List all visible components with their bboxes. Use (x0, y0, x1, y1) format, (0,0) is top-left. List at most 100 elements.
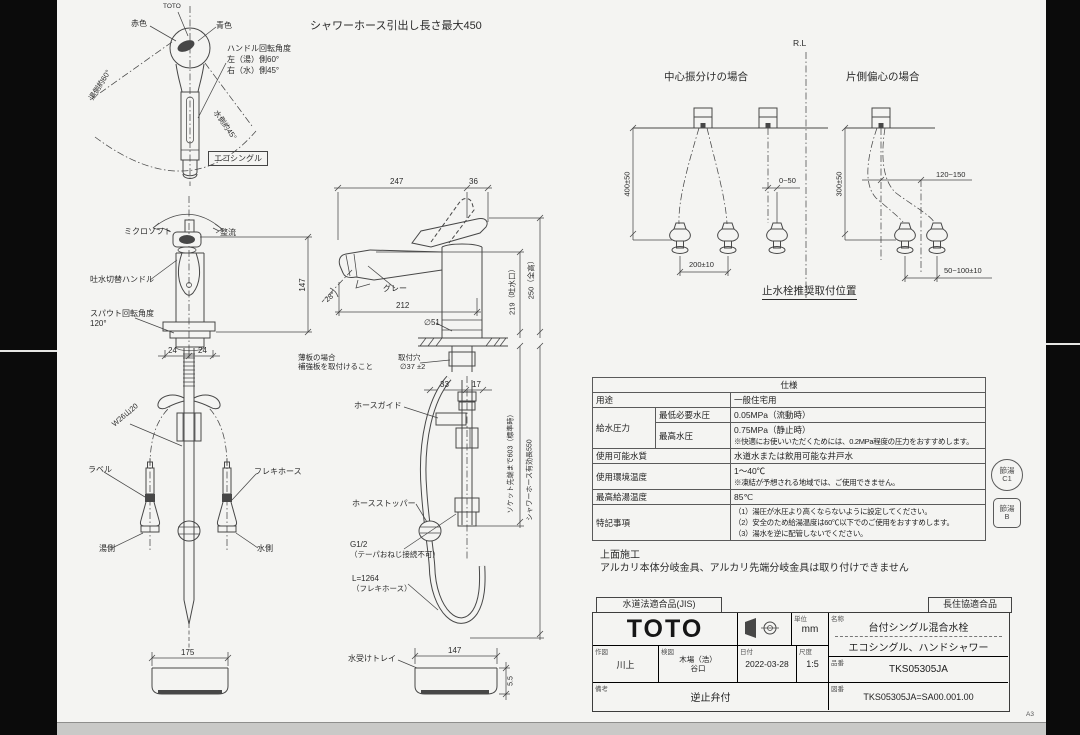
hose-stopper-label: ホースストッパー (352, 499, 416, 508)
dim-212: 212 (396, 301, 410, 310)
eco-single-text: エコシングル (214, 153, 262, 163)
left-bar-paper-edge (0, 350, 57, 352)
drawing-sheet (57, 0, 1046, 722)
dim-5-5-tray: 5.5 (507, 676, 515, 686)
date-cell: 日付 2022-03-28 (738, 646, 797, 683)
remarks-cell: 備考 逆止弁付 (593, 683, 829, 710)
drawn-label: 作図 (595, 649, 608, 656)
temp-value: 1～40℃ (734, 466, 766, 476)
name-label: 名称 (831, 616, 844, 623)
board-note-1: 薄板の場合 (298, 353, 336, 362)
bottom-shadow-strip (57, 722, 1046, 735)
spout-rotation-angle: 120° (90, 319, 107, 328)
spec-temp-label: 使用環境温度 (592, 463, 731, 490)
faucet-side-view (321, 184, 544, 700)
dim-24-left: 24 (168, 346, 177, 355)
spec-note-2: （2）安全のため給湯温度は60℃以下でのご使用をおすすめします。 (734, 518, 954, 527)
remarks-label: 備考 (595, 686, 608, 693)
scale-cell: 尺度 1:5 (797, 646, 829, 683)
unit-value: mm (801, 623, 819, 635)
part-number: TKS05305JA (889, 664, 948, 675)
eco-single-tag: エコシングル (208, 151, 268, 166)
jis-badge: 水道法適合品(JIS) (596, 597, 722, 613)
unit-cell: 単位 mm (792, 613, 829, 646)
setsuyu-b-top: 節湯 (999, 504, 1015, 514)
hot-side-label: 湯側 (99, 544, 115, 553)
logo-cell: TOTO (593, 613, 738, 646)
spec-note-1: （1）湯圧が水圧より高くならないように設定してください。 (734, 507, 932, 516)
remarks-value: 逆止弁付 (690, 693, 731, 704)
setsuyu-b-badge: 節湯 B (993, 498, 1021, 528)
dim-250-total: 250（全高） (526, 256, 536, 300)
setsuyu-c1-badge: 節湯 C1 (991, 459, 1023, 491)
date-label: 日付 (740, 649, 753, 656)
board-note-2: 補強板を取付けること (298, 362, 373, 371)
handle-rotation-title: ハンドル回転角度 (227, 44, 291, 53)
installation-diagrams (629, 52, 992, 298)
dim-36: 36 (469, 177, 478, 186)
jis-badge-text: 水道法適合品(JIS) (622, 599, 696, 610)
spout-rotation-label: スパウト回転角度 (90, 309, 154, 318)
spec-usage-value: 一般住宅用 (730, 392, 986, 408)
part-label: 品番 (831, 660, 844, 667)
drawn-cell: 作図 川上 (593, 646, 659, 683)
spec-note-3: （3）湯水を逆に配管しないでください。 (734, 529, 868, 538)
dim-175-tray: 175 (181, 648, 195, 657)
handle-top-view (89, 6, 257, 186)
hose-length-note: （フレキホース） (352, 584, 412, 593)
spec-notes-value: （1）湯圧が水圧より高くならないように設定してください。 （2）安全のため給湯温… (730, 504, 986, 541)
dim-247: 247 (390, 177, 404, 186)
socket-length-dim: ソケット先端まで603（標準時） (507, 410, 515, 514)
dim-400-50: 400±50 (622, 171, 632, 197)
drawn-value: 川上 (616, 659, 635, 670)
flex-hose-label: フレキホース (254, 467, 302, 476)
checked-value-2: 谷口 (690, 664, 706, 673)
unit-label: 単位 (794, 616, 807, 623)
spec-pressure-label: 給水圧力 (592, 407, 656, 449)
setsuyu-c1-bottom: C1 (1002, 474, 1012, 483)
offset-title: 片側偏心の場合 (846, 71, 920, 83)
spec-quality-label: 使用可能水質 (592, 448, 731, 464)
spec-quality-value: 水道水または飲用可能な井戸水 (730, 448, 986, 464)
spec-maxhot-label: 最高給湯温度 (592, 489, 731, 505)
temp-note: ※凍結が予想される地域では、ご使用できません。 (734, 478, 900, 487)
chojukyo-badge: 長住協適合品 (928, 597, 1012, 613)
maxp-note: ※快適にお使いいただくためには、0.2MPa程度の圧力をおすすめします。 (734, 437, 974, 446)
dim-147-front: 147 (298, 278, 307, 292)
name-value-1: 台付シングル混合水栓 (868, 623, 969, 634)
scale-value: 1:5 (806, 659, 819, 669)
sheet-size-label: A3 (1026, 711, 1034, 718)
switch-handle-label: 吐水切替ハンドル (90, 275, 154, 284)
reference-line-label: R.L (793, 38, 807, 48)
dim-200-10: 200±10 (689, 260, 714, 269)
date-value: 2022-03-28 (745, 659, 789, 669)
projection-cell (738, 613, 792, 646)
dim-24-right: 24 (198, 346, 207, 355)
label-tag: ラベル (88, 465, 112, 474)
dwg-cell: 図番 TKS05305JA=SA00.001.00 (829, 683, 1008, 710)
dim-300-50: 300±50 (834, 171, 844, 197)
faucet-front-view (134, 196, 312, 360)
gray-color-label: グレー (383, 284, 407, 293)
hose-guide-label: ホースガイド (354, 401, 402, 410)
top-mount-note: 上面施工 (600, 550, 640, 561)
g-half-label: G1/2 (350, 540, 368, 549)
spec-notes-label: 特記事項 (592, 504, 731, 541)
spec-maxpressure-value: 0.75MPa（静止時） ※快適にお使いいただくためには、0.2MPa程度の圧力… (730, 422, 986, 449)
alkali-note: アルカリ本体分岐金具、アルカリ先端分岐金具は取り付けできません (600, 563, 909, 574)
drip-tray-label: 水受けトレイ (348, 654, 396, 663)
mount-hole-dia: ∅37 ±2 (400, 362, 426, 371)
left-letterbox-bar (0, 0, 57, 735)
name-divider (835, 636, 1002, 637)
hose-length-label: L=1264 (352, 574, 379, 583)
handle-rotation-hot: 左（湯）側60° (227, 55, 280, 64)
projection-symbol (745, 618, 779, 638)
scale-label: 尺度 (799, 649, 812, 656)
checked-value-1: 木場（浩） (679, 655, 717, 664)
name-value-2: エコシングル、ハンドシャワー (848, 643, 989, 654)
dim-33: 33 (440, 380, 449, 389)
setsuyu-c1-top: 節湯 (999, 466, 1015, 476)
right-letterbox-bar (1046, 0, 1080, 735)
